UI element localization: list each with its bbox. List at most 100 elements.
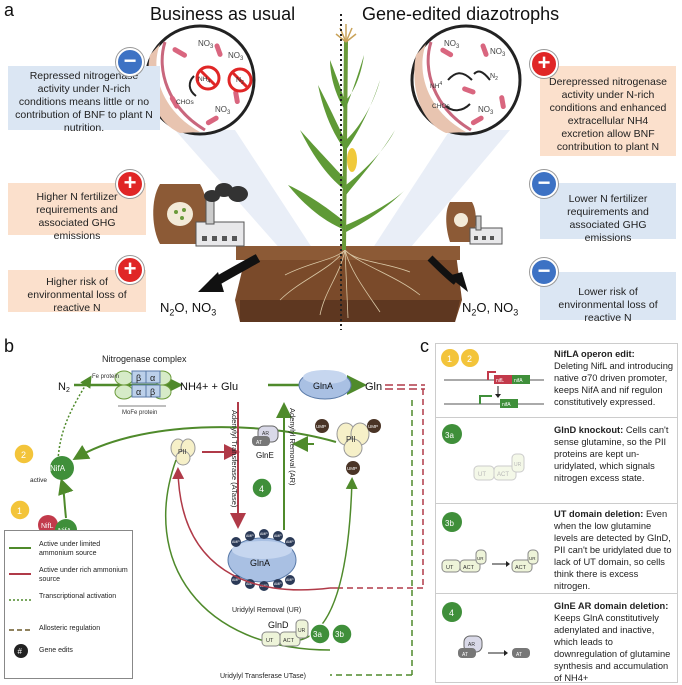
left-minus-sign: − — [116, 48, 144, 76]
tassel — [335, 24, 357, 43]
glna-top-label: GlnA — [313, 381, 333, 391]
svg-text:UT: UT — [266, 638, 274, 644]
edit-badge-2-b — [13, 443, 35, 465]
right-no3-c: NO3 — [478, 105, 494, 116]
glna-top: GlnA — [298, 370, 352, 400]
svg-text:2: 2 — [21, 450, 26, 460]
beta-2: β — [150, 387, 155, 397]
left-fertilizer-factory — [153, 183, 248, 247]
right-box-loss: Lower risk of environmental loss of reac… — [540, 272, 676, 324]
glne: AR AT GlnE — [252, 425, 279, 460]
svg-text:3a: 3a — [445, 431, 454, 440]
svg-text:nifA: nifA — [502, 402, 511, 408]
left-chos: CHOs — [176, 99, 194, 106]
left-box-bnf: Repressed nitrogenase activity under N-r… — [8, 66, 160, 134]
svg-text:1: 1 — [17, 506, 22, 516]
svg-text:ACT: ACT — [515, 565, 527, 571]
pii-right-label: PII — [346, 435, 356, 444]
svg-text:AMP: AMP — [274, 582, 282, 586]
glne-label: GlnE — [256, 451, 274, 460]
roots — [279, 249, 421, 319]
svg-text:UR: UR — [529, 556, 536, 561]
svg-text:4: 4 — [449, 608, 454, 618]
panel-c-row-3: 3b UT ACT UR ACT UR UT domain deletion: … — [436, 504, 677, 594]
svg-text:3a: 3a — [313, 630, 322, 639]
corn-ear — [347, 148, 357, 172]
right-box-bnf: Derepressed nitrogenase activity under N… — [540, 66, 676, 156]
svg-text:UMP: UMP — [347, 466, 357, 471]
svg-text:UT: UT — [446, 565, 454, 571]
svg-text:AMP: AMP — [260, 532, 268, 536]
svg-text:nifA: nifA — [514, 378, 523, 384]
svg-text:ACT: ACT — [463, 565, 475, 571]
nifa-active — [50, 456, 74, 480]
active-label: active — [30, 477, 47, 484]
nh4-glu-label: NH4+ + Glu — [180, 381, 238, 393]
left-no3-b: NO3 — [228, 51, 244, 62]
plant-leaves — [288, 55, 405, 232]
svg-text:AMP: AMP — [246, 582, 254, 586]
adenylyl-removal-label: Adenylyl Removal (AR) — [288, 408, 297, 486]
edit-badge-3b-c — [442, 512, 462, 532]
right-fertilizer-factory — [446, 202, 503, 245]
uridylyl-transferase-label: Uridylyl Transferase UTase) — [220, 673, 306, 680]
edit-badge-1-b — [9, 499, 31, 521]
n2-label: N2 — [58, 381, 70, 394]
edit-badge-3a-b — [309, 623, 331, 645]
beta-1: β — [136, 373, 141, 383]
right-n2o-no3-label: N2O, NO3 — [462, 300, 519, 318]
svg-text:3b: 3b — [445, 519, 454, 528]
glne-at-label: AT — [256, 440, 262, 446]
left-bacteria-circle: NO3 NO3 NO3 NH4 N2 CHOs — [144, 24, 256, 136]
svg-text:UR: UR — [298, 628, 306, 634]
svg-text:AMP: AMP — [246, 534, 254, 538]
svg-text:2: 2 — [467, 354, 472, 364]
edit-badge-4-c — [442, 602, 462, 622]
svg-text:AMP: AMP — [232, 578, 240, 582]
heading-business-as-usual: Business as usual — [150, 4, 296, 24]
pii-ump: PII UMP UMP UMP — [315, 419, 381, 475]
edit-badge-3b-b — [331, 623, 353, 645]
svg-text:AMP: AMP — [286, 578, 294, 582]
pii-left: PII — [170, 438, 196, 466]
right-box-fertilizer: Lower N fertilizer requirements and asso… — [540, 183, 676, 244]
uridylyl-removal-label: Uridylyl Removal (UR) — [232, 607, 301, 614]
panel-letter-a: a — [4, 0, 15, 20]
pii-left-label: PII — [178, 449, 187, 456]
left-plus-sign-loss: + — [116, 256, 144, 284]
right-beam — [365, 130, 510, 260]
edit-badge-3a-c — [442, 424, 462, 444]
panel-letter-b: b — [4, 336, 15, 356]
edit-badge-1-c — [441, 349, 459, 367]
svg-text:AR: AR — [468, 642, 475, 648]
left-no3-c: NO3 — [215, 105, 231, 116]
right-no3-a: NO3 — [444, 39, 460, 50]
right-no3-b: NO3 — [490, 47, 506, 58]
nitrogenase-complex: β α α β — [114, 370, 172, 407]
svg-text:1: 1 — [447, 354, 452, 364]
fe-protein-label: Fe protein — [92, 374, 119, 380]
panel-letter-c: c — [420, 336, 429, 356]
panel-c-row-4: 4 AR AT AT GlnE AR domain deletion: Keep… — [436, 594, 677, 683]
right-bacteria-circle: NO3 NO3 NO3 NH4 N2 CHOs — [410, 24, 522, 136]
svg-text:ACT: ACT — [283, 638, 295, 644]
nifl-label: NifL — [41, 523, 54, 530]
gln-label: Gln — [365, 381, 382, 393]
svg-text:UMP: UMP — [368, 424, 378, 429]
glnd-label: GlnD — [268, 620, 289, 630]
glna-bottom-label: GlnA — [250, 558, 270, 568]
glne-ar-label: AR — [262, 431, 269, 437]
svg-text:UR: UR — [514, 462, 522, 468]
edit-badge-4-b — [251, 477, 273, 499]
glnd: UT ACT UR GlnD — [261, 619, 309, 647]
right-nh4: NH4 — [430, 81, 442, 90]
alpha-2: α — [136, 387, 141, 397]
panel-c-row-2: 3a UT ACT UR GlnD knockout: Cells can't … — [436, 418, 677, 504]
svg-text:nifL: nifL — [496, 378, 504, 384]
mofe-protein-label: MoFe protein — [122, 410, 157, 416]
left-nh4: NH4 — [198, 76, 210, 85]
svg-text:3b: 3b — [335, 630, 344, 639]
right-minus-sign-loss: − — [530, 258, 558, 286]
svg-text:AMP: AMP — [286, 540, 294, 544]
heading-gene-edited-diazotrophs: Gene-edited diazotrophs — [362, 4, 560, 24]
